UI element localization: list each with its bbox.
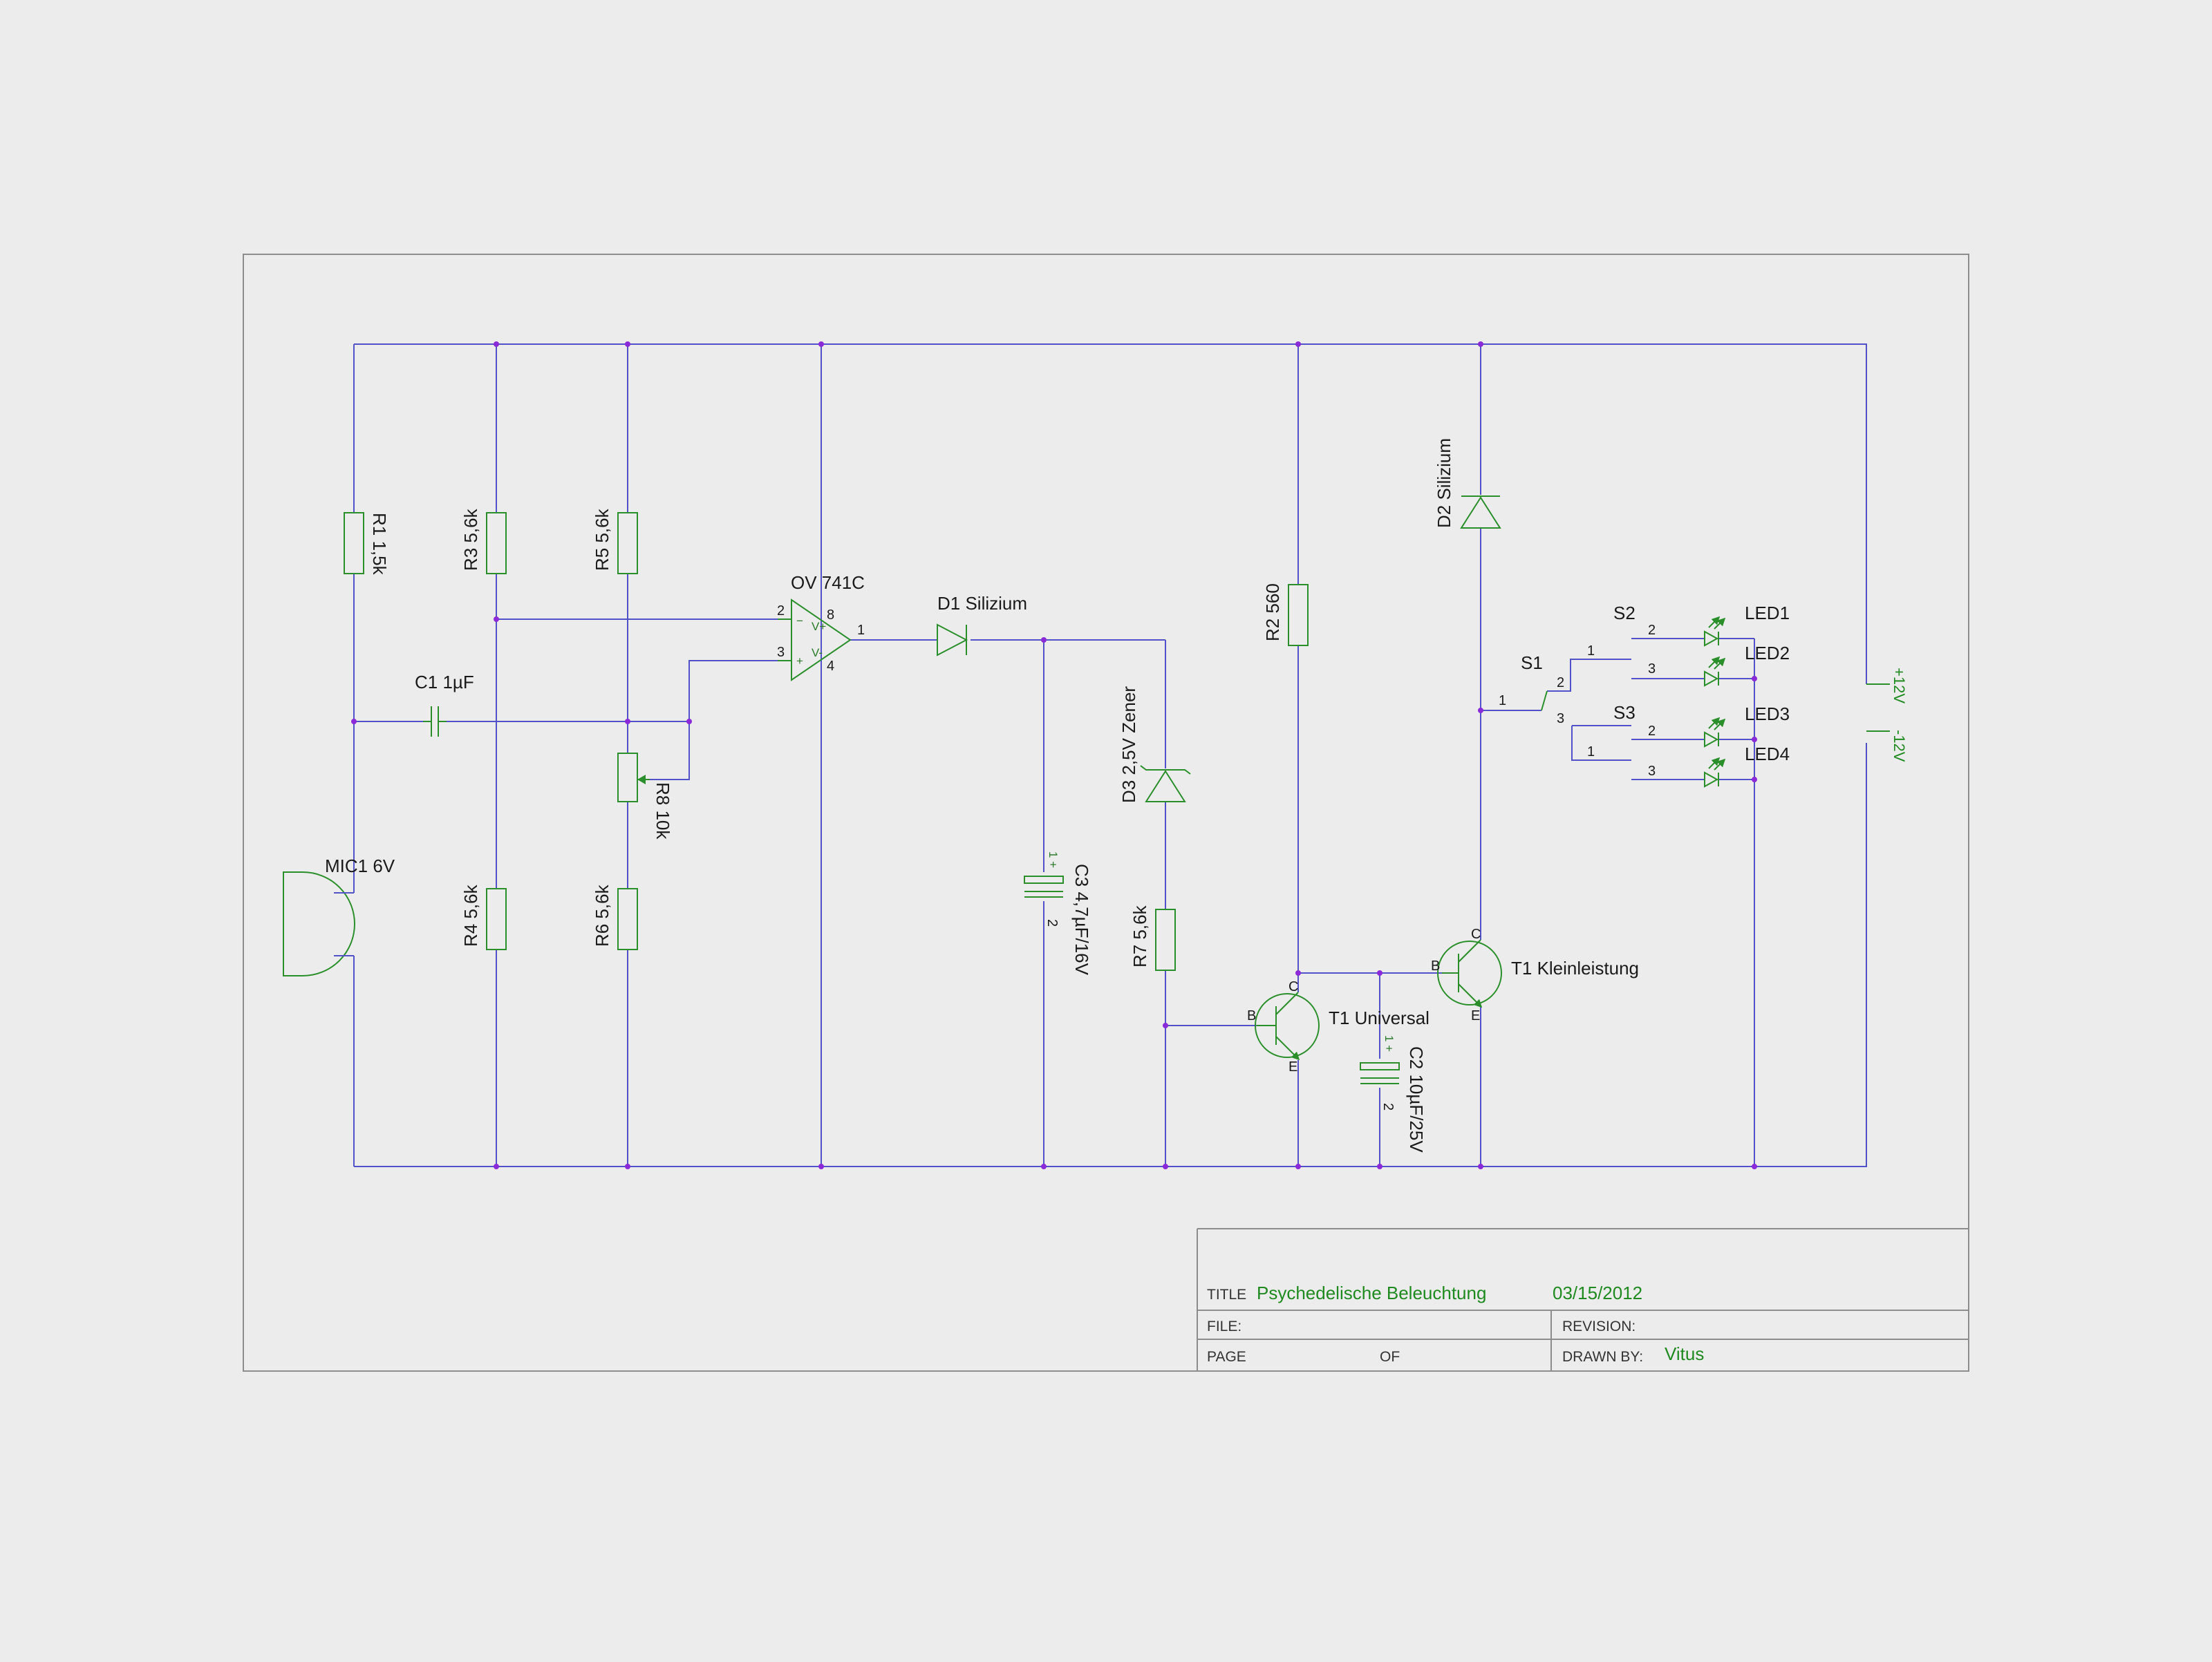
switch-s3-pin-2: 2: [1648, 724, 1656, 739]
supply-plus-12v-label: +12V: [1891, 668, 1908, 703]
diode-d2: [1460, 495, 1501, 529]
led-led4: [1704, 757, 1726, 788]
capacitor-c3-label: C3 4,7µF/16V: [1071, 864, 1092, 976]
junctions: [351, 341, 1757, 1169]
opamp-ov741c: [778, 598, 852, 681]
diode-d2-label: D2 Silizium: [1434, 438, 1454, 528]
transistor-t1u-c-pin: C: [1288, 979, 1298, 994]
capacitor-c1-label: C1 1µF: [415, 672, 474, 692]
switch-s1-pin-3: 3: [1557, 711, 1564, 726]
resistor-r7: [1155, 909, 1176, 971]
resistor-r6: [617, 888, 638, 950]
switch-s3-pin-1: 1: [1587, 744, 1595, 759]
resistor-r6-label: R6 5,6k: [592, 884, 612, 947]
switch-s3-label: S3: [1613, 702, 1635, 723]
title-block: [1197, 1228, 1969, 1371]
led-led2-label: LED2: [1745, 643, 1790, 663]
wires: [353, 343, 1867, 1167]
opamp-pin-8: 8: [827, 607, 834, 623]
led-led2: [1704, 656, 1726, 687]
switch-s1-lever: [1541, 690, 1548, 711]
capacitor-c3-plus: 1 +: [1047, 851, 1060, 868]
diode-d1-label: D1 Silizium: [937, 593, 1027, 614]
opamp-pin-2: 2: [777, 603, 785, 618]
transistor-t1-universal-label: T1 Universal: [1329, 1008, 1430, 1028]
opamp-sign-neg: −: [796, 614, 803, 627]
opamp-pin-4: 4: [827, 659, 834, 674]
resistor-r7-label: R7 5,6k: [1130, 905, 1150, 967]
switch-s1-label: S1: [1521, 652, 1543, 673]
capacitor-c2-plus: 1 +: [1382, 1035, 1396, 1052]
sheet-frame: [243, 254, 1969, 1372]
drawn-by-key: DRAWN BY:: [1562, 1349, 1643, 1365]
opamp-sign-pos: +: [796, 654, 803, 668]
capacitor-c1: [423, 706, 447, 737]
resistor-r5: [617, 512, 638, 574]
led-led3: [1704, 717, 1726, 748]
resistor-r3-label: R3 5,6k: [460, 508, 481, 571]
switch-s2-pin-1: 1: [1587, 643, 1595, 659]
drawn-by-value: Vitus: [1665, 1343, 1704, 1364]
resistor-r2-label: R2 560: [1262, 583, 1283, 641]
opamp-label: OV 741C: [791, 572, 865, 593]
resistor-r1-label: R1 1,5k: [369, 513, 390, 576]
microphone-mic1: [283, 871, 355, 976]
resistor-r4: [486, 888, 507, 950]
supply-minus-12v-label: -12V: [1891, 730, 1908, 762]
of-key: OF: [1380, 1349, 1400, 1365]
transistor-t1-kleinleistung-label: T1 Kleinleistung: [1511, 958, 1639, 979]
switch-s1-pin-2: 2: [1557, 675, 1564, 690]
date-value: 03/15/2012: [1553, 1283, 1642, 1303]
resistor-r5-label: R5 5,6k: [592, 508, 612, 571]
switch-s3-pin-3: 3: [1648, 764, 1656, 779]
file-key: FILE:: [1207, 1319, 1241, 1334]
led-led1-label: LED1: [1745, 603, 1790, 623]
transistor-t1-universal: [1255, 992, 1320, 1061]
led-led4-label: LED4: [1745, 744, 1790, 764]
opamp-pin-1: 1: [857, 623, 865, 638]
switch-s1-pin-1: 1: [1499, 693, 1506, 708]
capacitor-c3: [1024, 876, 1064, 898]
title-value: Psychedelische Beleuchtung: [1257, 1283, 1486, 1303]
potentiometer-r8: [617, 753, 650, 802]
switch-s2-pin-3: 3: [1648, 661, 1656, 677]
title-key: TITLE: [1207, 1287, 1246, 1303]
opamp-pin-3: 3: [777, 645, 785, 660]
page-key: PAGE: [1207, 1349, 1246, 1365]
led-led1: [1704, 616, 1726, 647]
resistor-r4-label: R4 5,6k: [460, 884, 481, 947]
switch-s2-pin-2: 2: [1648, 623, 1656, 638]
microphone-mic1-label: MIC1 6V: [325, 856, 395, 876]
resistor-r1: [344, 512, 364, 574]
capacitor-c2-label: C2 10µF/25V: [1406, 1046, 1427, 1153]
switch-s2-label: S2: [1613, 603, 1635, 623]
opamp-vminus-label: V-: [812, 646, 823, 659]
transistor-t1u-b-pin: B: [1247, 1008, 1256, 1023]
led-led3-label: LED3: [1745, 703, 1790, 724]
resistor-r3: [486, 512, 507, 574]
capacitor-c2-pin2: 2: [1380, 1103, 1396, 1111]
revision-key: REVISION:: [1562, 1319, 1635, 1334]
transistor-t1k-b-pin: B: [1431, 959, 1440, 974]
diode-d1: [937, 623, 968, 657]
zener-diode-d3-label: D3 2,5V Zener: [1118, 686, 1139, 803]
transistor-t1-kleinleistung: [1437, 939, 1502, 1008]
transistor-t1k-c-pin: C: [1471, 927, 1481, 942]
capacitor-c2: [1360, 1062, 1400, 1084]
transistor-t1u-e-pin: E: [1288, 1059, 1297, 1075]
transistor-t1k-e-pin: E: [1471, 1008, 1480, 1023]
zener-diode-d3: [1140, 765, 1191, 802]
potentiometer-r8-label: R8 10k: [653, 782, 673, 840]
resistor-r2: [1288, 584, 1309, 646]
opamp-vplus-label: V+: [812, 620, 826, 633]
capacitor-c3-pin2: 2: [1044, 919, 1060, 927]
